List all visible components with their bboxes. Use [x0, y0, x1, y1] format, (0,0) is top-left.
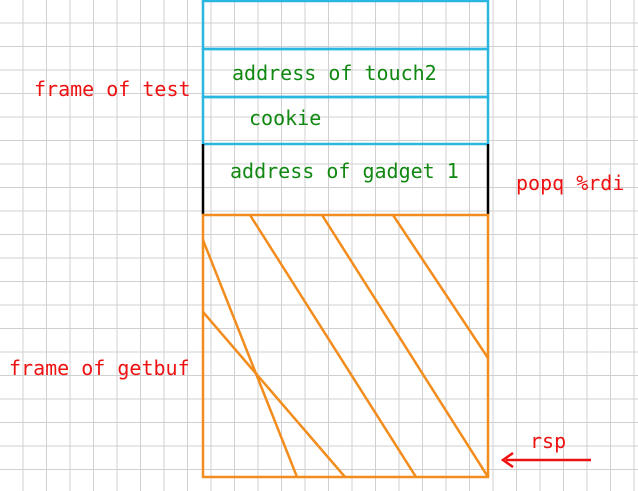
slot-cookie-label: cookie	[249, 106, 322, 130]
getbuf-buffer-hatching	[203, 215, 488, 477]
frame-of-getbuf-label: frame of getbuf	[9, 356, 190, 380]
slot-gadget1-label: address of gadget 1	[230, 159, 459, 183]
getbuf-frame-box	[201, 213, 490, 479]
frame-of-test-label: frame of test	[34, 77, 191, 101]
test-frame-slot-cookie	[201, 95, 490, 146]
test-frame-slot-empty	[201, 0, 490, 51]
rsp-label: rsp	[530, 429, 567, 453]
slot-touch2-label: address of touch2	[232, 61, 437, 85]
popq-rdi-label: popq %rdi	[516, 171, 625, 195]
rsp-arrow	[500, 451, 591, 469]
